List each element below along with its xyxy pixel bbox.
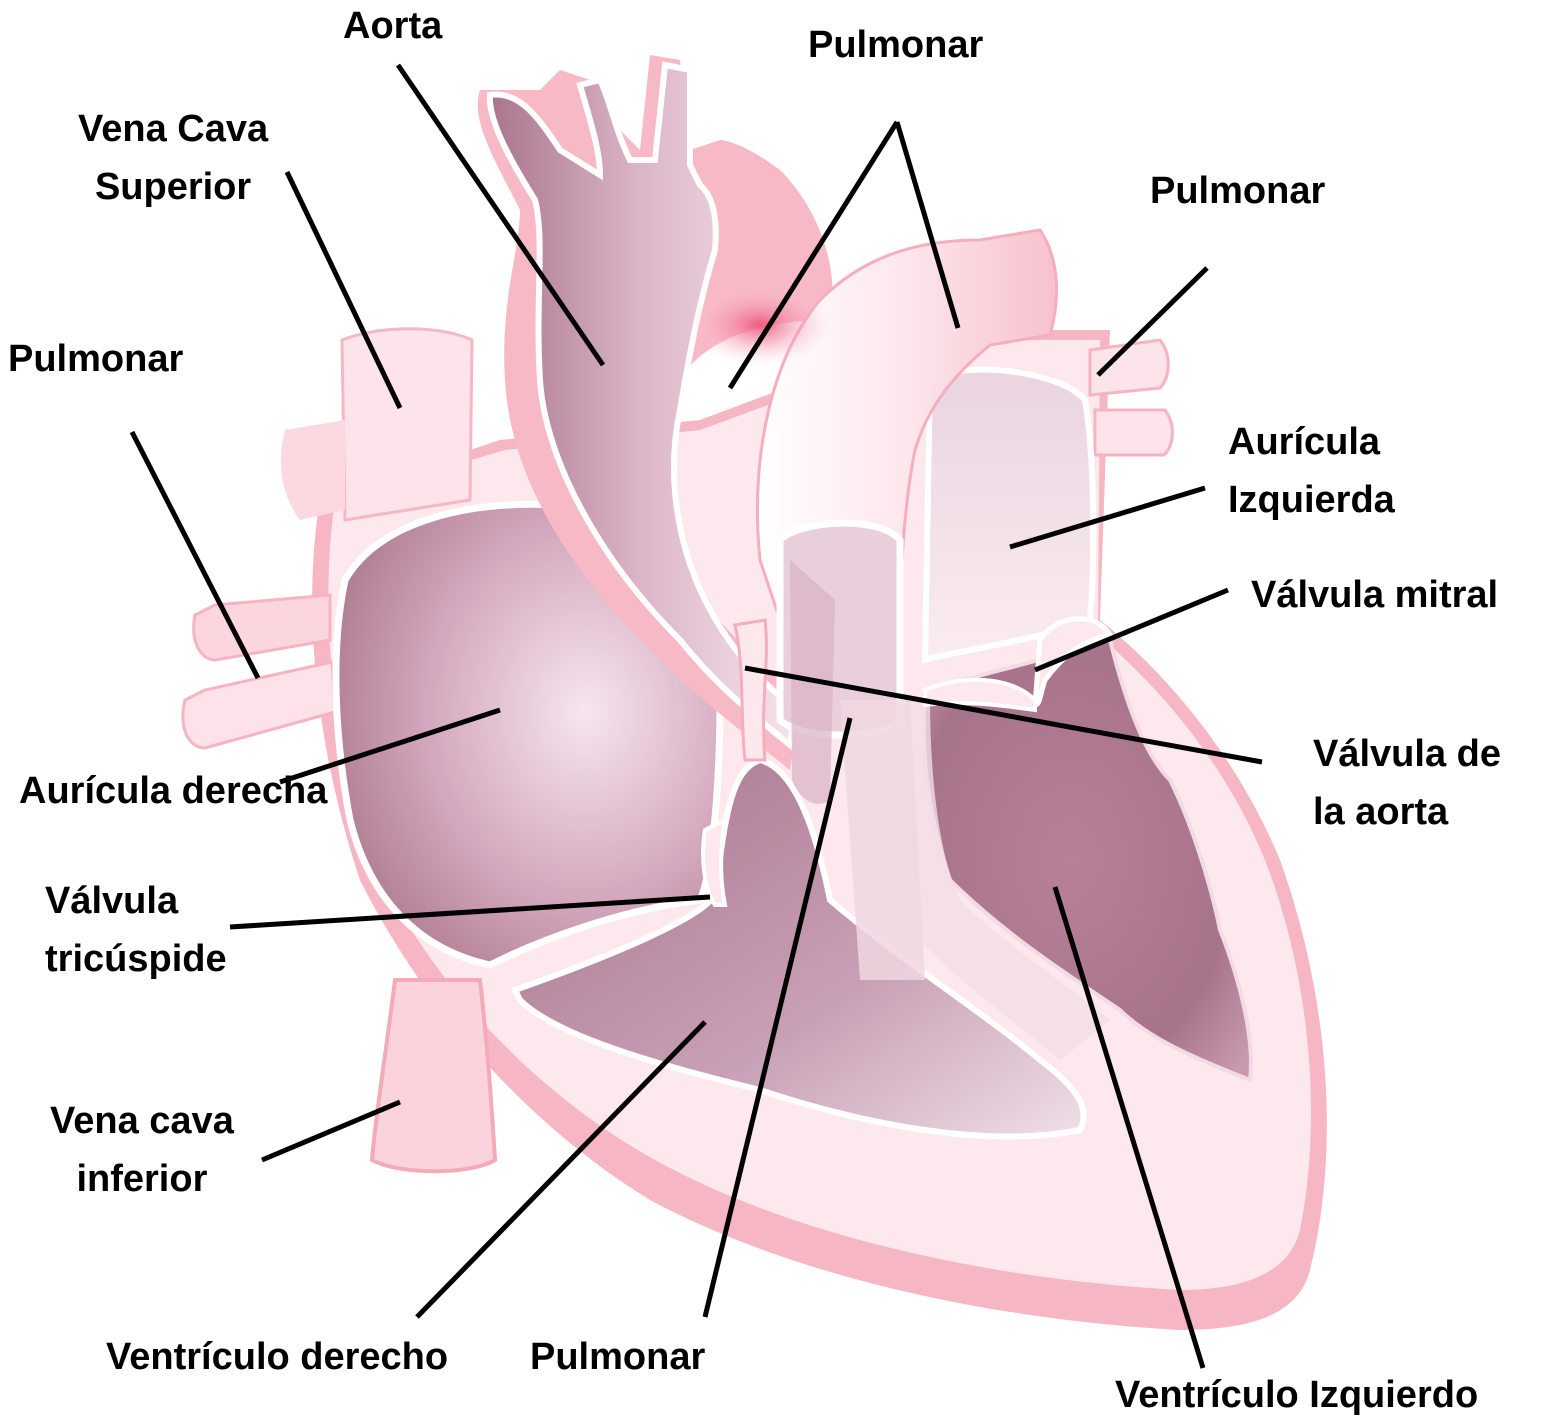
arch-highlight bbox=[690, 285, 830, 365]
label-aorta: Aorta bbox=[343, 0, 442, 55]
label-pulmonar-top: Pulmonar bbox=[808, 16, 983, 74]
label-vena-cava-inferior: Vena cava inferior bbox=[50, 1092, 234, 1208]
label-ventriculo-derecho: Ventrículo derecho bbox=[106, 1328, 448, 1386]
right-pulmonary-vein-stub bbox=[281, 420, 345, 520]
pulmonary-vein-right-lower bbox=[1095, 410, 1172, 455]
left-atrium bbox=[925, 370, 1093, 660]
label-auricula-izquierda: Aurícula Izquierda bbox=[1228, 413, 1395, 529]
label-valvula-tricuspide: Válvula tricúspide bbox=[45, 872, 227, 988]
label-pulmonar-left: Pulmonar bbox=[8, 330, 183, 388]
label-valvula-mitral: Válvula mitral bbox=[1251, 566, 1498, 624]
label-pulmonar-bottom: Pulmonar bbox=[530, 1328, 705, 1386]
label-auricula-derecha: Aurícula derecha bbox=[19, 762, 327, 820]
pulmonary-vein-right-upper bbox=[1090, 340, 1168, 395]
label-vena-cava-superior: Vena Cava Superior bbox=[78, 100, 268, 216]
pulmonary-vein-left-upper bbox=[194, 595, 330, 660]
label-pulmonar-right: Pulmonar bbox=[1150, 162, 1325, 220]
label-ventriculo-izquierdo: Ventrículo Izquierdo bbox=[1115, 1366, 1478, 1424]
label-valvula-aorta: Válvula de la aorta bbox=[1313, 725, 1501, 841]
superior-vena-cava bbox=[342, 329, 472, 520]
inferior-vena-cava bbox=[372, 980, 495, 1171]
